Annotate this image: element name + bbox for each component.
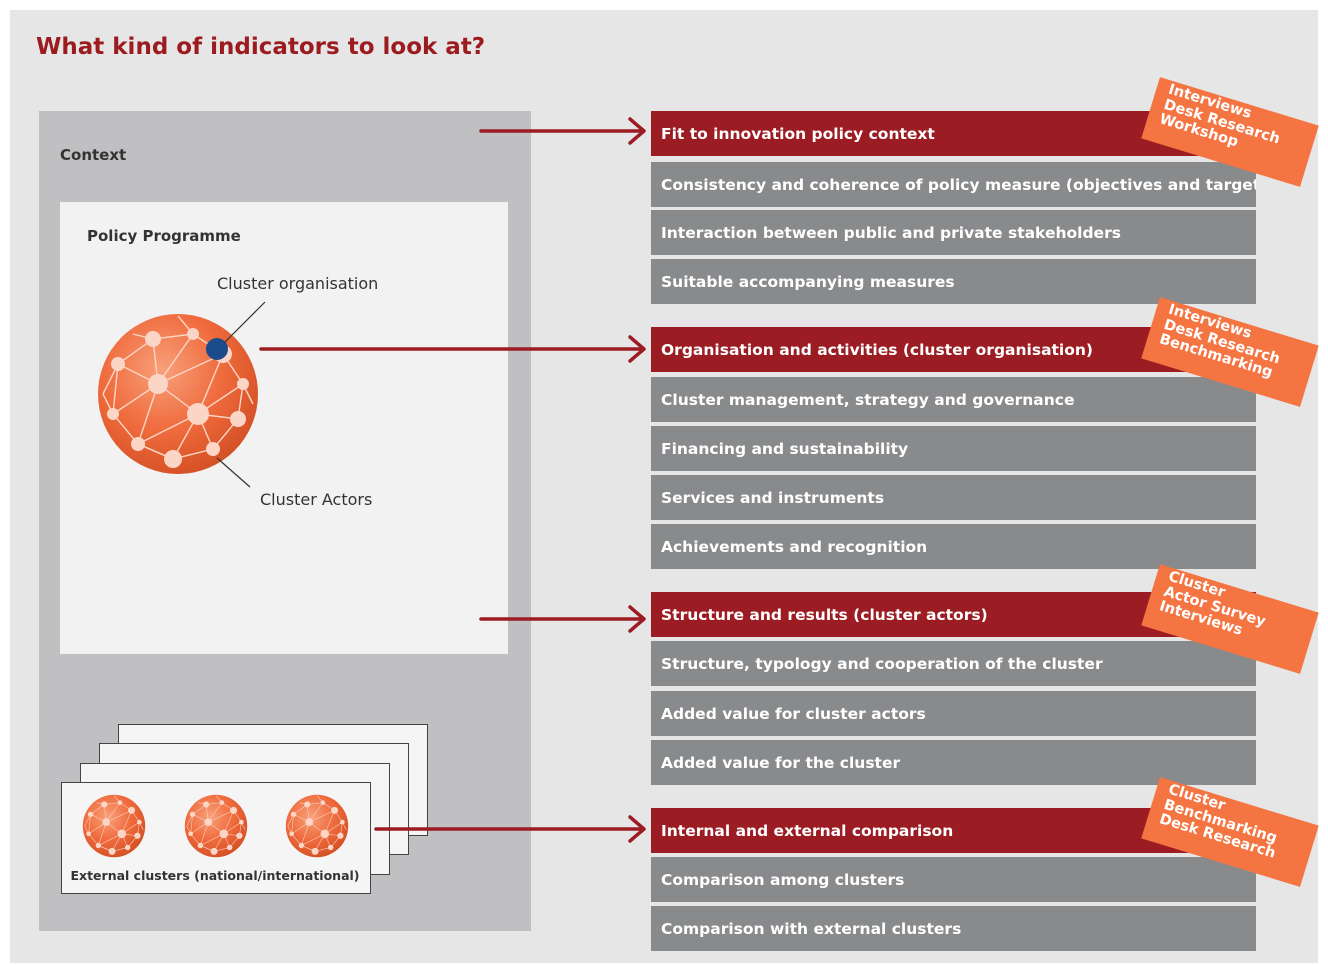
- cluster-actors-label: Cluster Actors: [260, 490, 373, 509]
- indicator-item: Comparison with external clusters: [651, 906, 1256, 951]
- external-cluster-sphere-icon: [82, 794, 146, 858]
- indicator-item: Added value for cluster actors: [651, 691, 1256, 736]
- actors-leader-line: [216, 457, 251, 488]
- indicator-item: Services and instruments: [651, 475, 1256, 520]
- indicator-item: Suitable accompanying measures: [651, 259, 1256, 304]
- indicator-item: Comparison among clusters: [651, 857, 1256, 902]
- arrow-external-clusters: [374, 815, 646, 843]
- diagram-title: What kind of indicators to look at?: [36, 34, 486, 60]
- organisation-leader-line: [223, 301, 266, 344]
- indicator-item: Consistency and coherence of policy meas…: [651, 162, 1256, 207]
- external-clusters-label: External clusters (national/internationa…: [70, 868, 360, 883]
- indicator-item: Financing and sustainability: [651, 426, 1256, 471]
- arrow-cluster-organisation: [259, 335, 646, 363]
- indicator-item: Cluster management, strategy and governa…: [651, 377, 1256, 422]
- policy-programme-label: Policy Programme: [87, 227, 241, 245]
- external-cluster-sphere-icon: [184, 794, 248, 858]
- indicator-item: Added value for the cluster: [651, 740, 1256, 785]
- cluster-organisation-dot: [206, 338, 228, 360]
- arrow-cluster-actors: [479, 605, 646, 633]
- context-label: Context: [60, 146, 127, 164]
- cluster-organisation-label: Cluster organisation: [217, 274, 379, 293]
- indicator-item: Structure, typology and cooperation of t…: [651, 641, 1256, 686]
- cluster-network-sphere-icon: [97, 313, 259, 475]
- arrow-context: [479, 117, 646, 145]
- indicator-item: Achievements and recognition: [651, 524, 1256, 569]
- indicator-item: Interaction between public and private s…: [651, 210, 1256, 255]
- external-cluster-sphere-icon: [285, 794, 349, 858]
